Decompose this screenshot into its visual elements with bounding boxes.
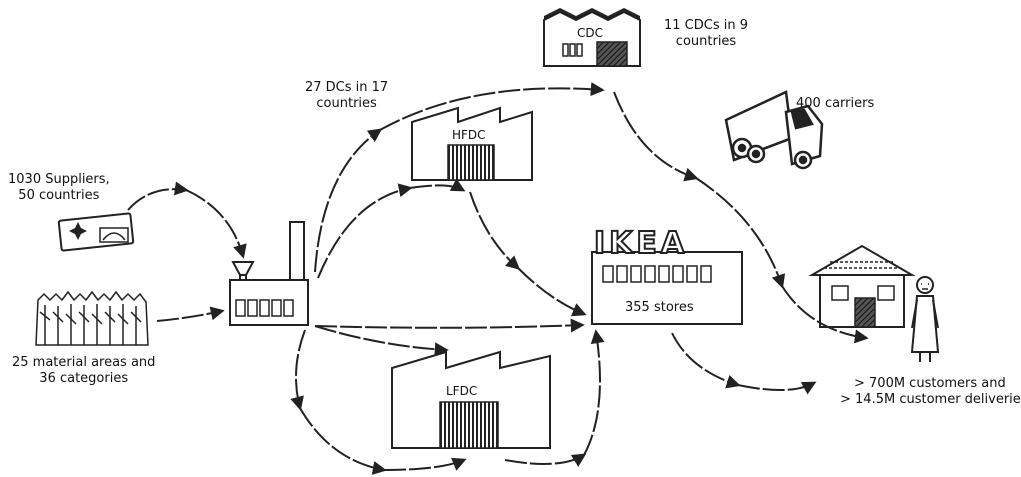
ikea-logo: IKEA xyxy=(594,226,688,261)
customers-label: > 700M customers and > 14.5M customer de… xyxy=(840,376,1021,408)
arrow-factory-to-lfdc-top xyxy=(315,326,446,350)
cdcs-label: 11 CDCs in 9 countries xyxy=(664,18,748,50)
customer-person-icon xyxy=(912,277,938,362)
supplier-card-icon xyxy=(59,213,134,250)
forest-icon xyxy=(36,292,148,345)
arrow-supplier-to-factory-b xyxy=(186,190,243,256)
lfdc-building-icon xyxy=(392,352,550,448)
dcs-label: 27 DCs in 17 countries xyxy=(305,80,388,112)
arrow-store-to-customers-b xyxy=(738,383,814,390)
arrow-lfdc-bottom-to-lfdc xyxy=(384,460,464,470)
stores-label: 355 stores xyxy=(625,300,694,316)
arrow-hfdc-to-store-a xyxy=(470,192,518,268)
arrow-factory-down xyxy=(296,330,305,408)
arrow-store-to-customers-a xyxy=(672,333,738,385)
arrow-supplier-to-factory-a xyxy=(128,189,186,210)
arrow-hfdc-to-store-b xyxy=(518,268,584,314)
suppliers-label: 1030 Suppliers, 50 countries xyxy=(8,172,110,204)
arrow-cdc-to-customer-a xyxy=(614,92,696,178)
arrow-factory-to-lfdc-bottom xyxy=(300,408,384,470)
carriers-label: 400 carriers xyxy=(796,96,874,112)
material-label: 25 material areas and 36 categories xyxy=(12,355,155,387)
arrow-factory-to-hfdc xyxy=(318,188,410,278)
arrow-factory-to-dcs xyxy=(315,130,380,272)
lfdc-label: LFDC xyxy=(446,384,477,398)
hfdc-label: HFDC xyxy=(452,128,486,142)
arrow-hfdc-to-factory xyxy=(410,185,463,190)
arrow-factory-to-store xyxy=(315,325,582,328)
hfdc-building-icon xyxy=(412,108,532,180)
arrow-forest-to-factory xyxy=(157,311,222,321)
arrow-lfdc-up-to-store xyxy=(584,332,600,455)
arrow-lfdc-to-store-bottom xyxy=(505,455,584,464)
house-icon xyxy=(812,246,912,327)
factory-icon xyxy=(230,222,308,325)
cdc-label: CDC xyxy=(577,26,603,40)
